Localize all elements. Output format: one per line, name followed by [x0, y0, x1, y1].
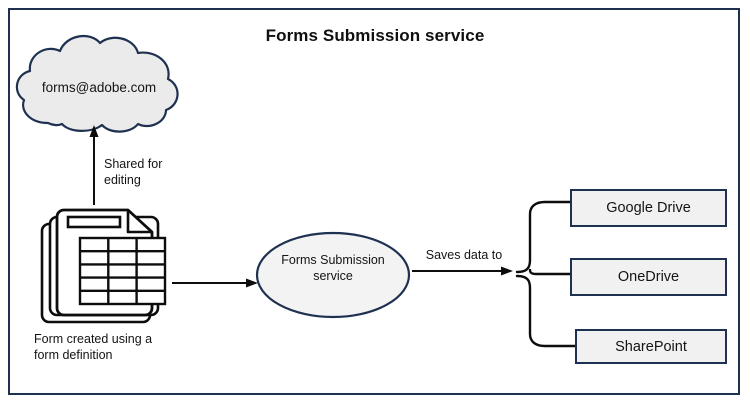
form-caption-line2: form definition	[34, 348, 113, 362]
destination-box-sharepoint: SharePoint	[575, 329, 727, 364]
destination-box-onedrive: OneDrive	[570, 258, 727, 296]
service-node-label: Forms Submission service	[259, 252, 407, 284]
saves-data-to-label: Saves data to	[425, 248, 503, 262]
form-caption-line1: Form created using a	[34, 332, 153, 346]
destination-label: Google Drive	[606, 200, 691, 216]
destination-label: SharePoint	[615, 338, 687, 355]
cloud-label: forms@adobe.com	[41, 80, 157, 95]
service-label-line1: Forms Submission	[281, 253, 385, 267]
destination-box-google-drive: Google Drive	[570, 189, 727, 227]
shared-for-editing-label: Shared for editing	[104, 156, 194, 188]
page-title: Forms Submission service	[265, 26, 485, 45]
shared-label-line1: Shared for	[104, 157, 163, 171]
destination-label: OneDrive	[617, 269, 680, 285]
service-label-line2: service	[313, 269, 353, 283]
form-node-caption: Form created using a form definition	[34, 331, 194, 363]
shared-label-line2: editing	[104, 173, 141, 187]
